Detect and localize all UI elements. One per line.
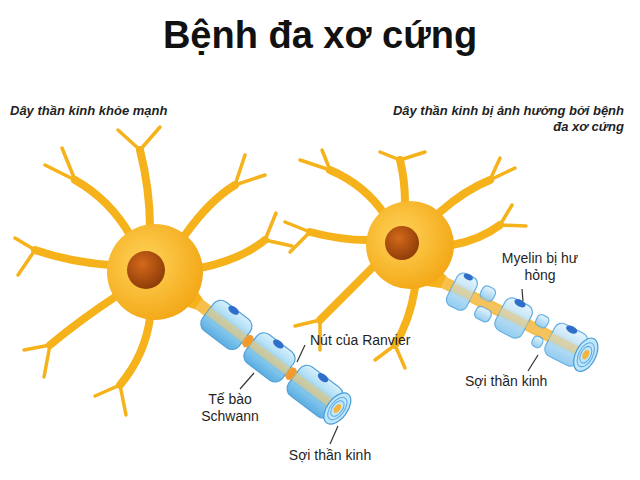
part-label: Myelin bị hư hỏng (495, 250, 585, 284)
part-label: Tế bào Schwann (190, 391, 270, 425)
dendrites (285, 150, 526, 368)
nucleus (385, 226, 419, 260)
diagram-title: Bệnh đa xơ cứng (0, 14, 640, 57)
cell-body (107, 224, 203, 320)
nucleus (127, 251, 165, 289)
part-label: Nút của Ranvier (310, 332, 440, 349)
panel-heading: Dây thần kinh bị ảnh hưởng bởi bệnh đa x… (388, 103, 624, 134)
panel-heading: Dây thần kinh khỏe mạnh (10, 103, 210, 119)
part-label: Sợi thần kinh (465, 373, 585, 390)
part-label: Sợi thần kinh (270, 447, 390, 464)
leader-lines (240, 289, 538, 444)
dendrites (15, 127, 292, 415)
cell-body (366, 201, 454, 289)
